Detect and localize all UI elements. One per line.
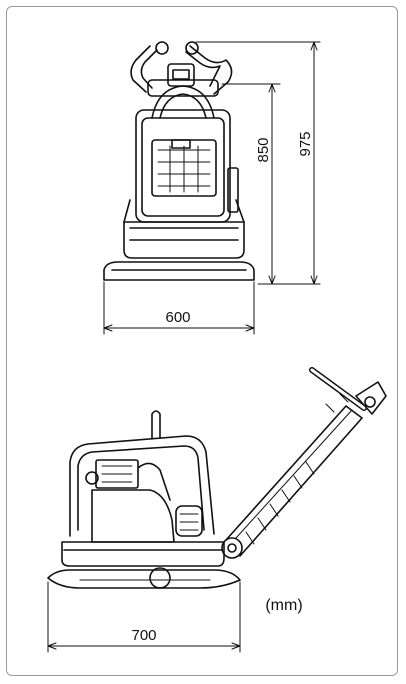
front-handle-left bbox=[130, 45, 151, 93]
side-lower-body bbox=[61, 541, 225, 567]
side-lifting-eye bbox=[151, 410, 161, 439]
side-engine-lower bbox=[91, 489, 175, 543]
side-base-plate bbox=[47, 569, 241, 589]
front-control-head bbox=[167, 63, 195, 87]
front-handle-grip-right bbox=[185, 41, 199, 55]
side-control-box bbox=[355, 381, 387, 415]
front-handle-right bbox=[189, 45, 233, 95]
side-view-machine bbox=[47, 367, 387, 589]
length-label: 700 bbox=[131, 627, 156, 644]
front-view-machine bbox=[103, 41, 255, 281]
side-exciter bbox=[175, 505, 203, 537]
front-dimensions bbox=[103, 41, 321, 335]
width-label: 600 bbox=[165, 309, 190, 326]
total-height-label: 975 bbox=[297, 131, 314, 156]
front-handle-grip-left bbox=[155, 41, 169, 55]
front-arch bbox=[151, 85, 215, 119]
front-lower-body bbox=[123, 221, 245, 259]
side-handle-pivot bbox=[221, 537, 243, 559]
side-dimensions bbox=[47, 581, 241, 653]
front-base-plate bbox=[103, 261, 255, 281]
side-roll-cage bbox=[69, 435, 215, 537]
unit-label: (mm) bbox=[265, 597, 302, 614]
height-label: 850 bbox=[255, 137, 272, 162]
